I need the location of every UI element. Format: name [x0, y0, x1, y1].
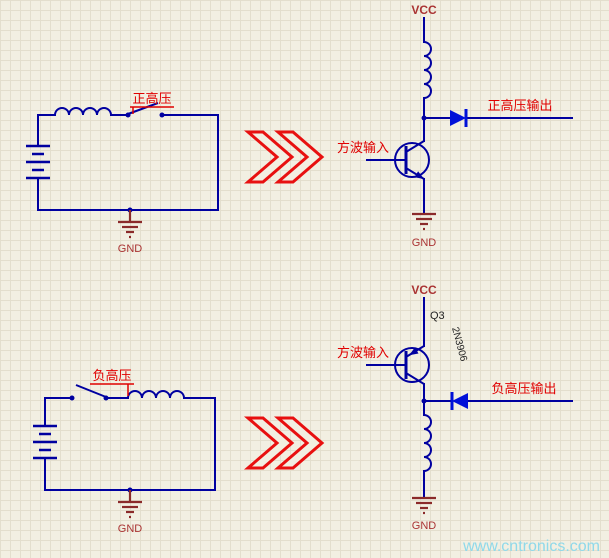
ground-icon: [412, 212, 436, 231]
inductor-icon: [127, 390, 185, 399]
gnd-label: GND: [412, 520, 437, 532]
transistor-part-number: 2N3906: [449, 326, 469, 363]
junction-dot: [421, 115, 427, 121]
circuit-wires: [37, 114, 219, 211]
npn-transistor-icon: [366, 140, 430, 180]
net-label-text: 正高压: [132, 91, 171, 106]
positive-source-circuit: 正高压 GND: [26, 91, 219, 255]
watermark: www.cntronics.com: [462, 538, 600, 555]
negative-driver-circuit: VCC Q3 2N3906 方波输入 负高压输出 GND: [337, 283, 573, 532]
input-label: 方波输入: [337, 140, 389, 155]
switch-icon: [69, 384, 109, 401]
positive-driver-circuit: VCC 正高压输出 方波输入 GND: [337, 3, 573, 249]
net-label-positive-hv: 正高压: [130, 91, 174, 114]
output-label: 负高压输出: [491, 381, 556, 396]
battery-icon: [26, 144, 50, 180]
inductor-icon: [423, 414, 432, 472]
transform-arrow-icon: [243, 130, 325, 184]
gnd-label: GND: [118, 243, 143, 255]
net-label-negative-hv: 负高压: [90, 368, 134, 396]
ground-icon: [118, 487, 142, 519]
junction-dot: [421, 398, 427, 404]
circuit-wires: [423, 297, 573, 499]
emitter-arrow: [414, 171, 424, 179]
ground-icon: [118, 207, 142, 239]
net-label-text: 负高压: [92, 368, 131, 383]
negative-source-circuit: 负高压 GND: [33, 368, 216, 535]
gnd-label: GND: [412, 237, 437, 249]
emitter-arrow: [409, 347, 419, 356]
battery-icon: [33, 424, 57, 460]
pnp-transistor-icon: [366, 345, 430, 385]
gnd-label: GND: [118, 523, 143, 535]
transform-arrow-icon: [243, 416, 325, 470]
circuit-wires: [423, 17, 573, 215]
vcc-label: VCC: [411, 283, 437, 297]
transistor-designator: Q3: [430, 310, 445, 322]
inductor-icon: [54, 107, 112, 116]
inductor-icon: [423, 41, 432, 99]
circuit-wires: [44, 397, 216, 491]
ground-icon: [412, 496, 436, 515]
diode-icon: [450, 392, 468, 410]
input-label: 方波输入: [337, 345, 389, 360]
vcc-label: VCC: [411, 3, 437, 17]
output-label: 正高压输出: [487, 98, 552, 113]
diode-icon: [450, 109, 468, 127]
